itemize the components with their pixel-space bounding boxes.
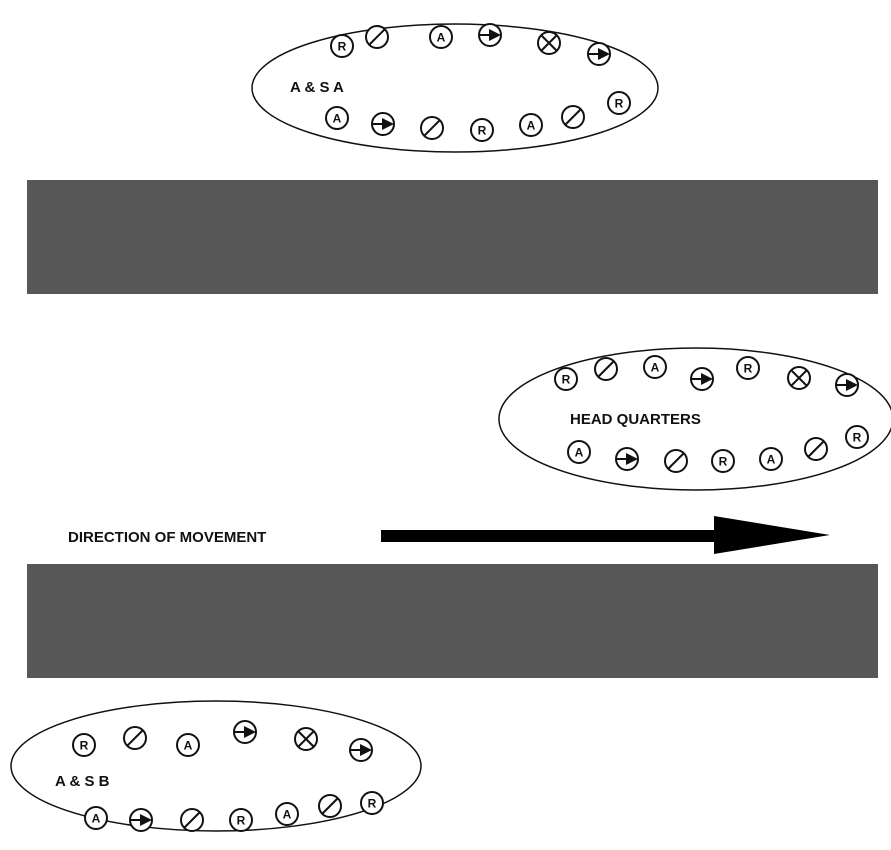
vehicle-r-icon: R: [845, 425, 869, 449]
svg-text:R: R: [719, 455, 728, 469]
vehicle-r-icon: R: [711, 449, 735, 473]
vehicle-arrow-icon: [835, 373, 859, 397]
svg-text:A: A: [767, 453, 776, 467]
vehicle-slash-icon: [420, 116, 444, 140]
vehicle-cross-icon: [787, 366, 811, 390]
vehicle-r-icon: R: [360, 791, 384, 815]
group-a-s-a-bottom-row: A R A R: [325, 91, 631, 142]
group-a-s-b-ellipse: [10, 700, 422, 832]
svg-text:R: R: [562, 373, 571, 387]
svg-text:R: R: [744, 362, 753, 376]
vehicle-slash-icon: [365, 25, 389, 49]
svg-text:R: R: [237, 814, 246, 828]
vehicle-r-icon: R: [72, 733, 96, 757]
group-head-quarters-bottom-row: A R A R: [567, 425, 869, 473]
vehicle-arrow-icon: [129, 808, 153, 832]
vehicle-cross-icon: [294, 727, 318, 751]
svg-text:R: R: [853, 431, 862, 445]
vehicle-slash-icon: [664, 449, 688, 473]
vehicle-arrow-icon: [615, 447, 639, 471]
group-head-quarters-label: HEAD QUARTERS: [570, 411, 701, 428]
upper-road: [27, 180, 878, 294]
vehicle-a-icon: A: [567, 440, 591, 464]
vehicle-arrow-icon: [349, 738, 373, 762]
vehicle-slash-icon: [318, 794, 342, 818]
direction-arrow: [381, 516, 830, 554]
group-a-s-b-bottom-row: A R A R: [84, 791, 384, 832]
svg-text:A: A: [437, 31, 446, 45]
lower-road: [27, 564, 878, 678]
vehicle-a-icon: A: [176, 733, 200, 757]
vehicle-slash-icon: [594, 357, 618, 381]
vehicle-r-icon: R: [330, 34, 354, 58]
svg-text:A: A: [575, 446, 584, 460]
group-a-s-a-ellipse: [251, 23, 659, 153]
vehicle-r-icon: R: [470, 118, 494, 142]
vehicle-arrow-icon: [233, 720, 257, 744]
vehicle-arrow-icon: [478, 23, 502, 47]
vehicle-arrow-icon: [587, 42, 611, 66]
group-a-s-a-label: A & S A: [290, 79, 344, 96]
svg-text:A: A: [333, 112, 342, 126]
vehicle-a-icon: A: [325, 106, 349, 130]
vehicle-a-icon: A: [84, 806, 108, 830]
vehicle-r-icon: R: [736, 356, 760, 380]
vehicle-arrow-icon: [371, 112, 395, 136]
vehicle-r-icon: R: [554, 367, 578, 391]
vehicle-a-icon: A: [275, 802, 299, 826]
vehicle-slash-icon: [180, 808, 204, 832]
svg-text:R: R: [338, 40, 347, 54]
vehicle-cross-icon: [537, 31, 561, 55]
vehicle-a-icon: A: [429, 25, 453, 49]
group-head-quarters-ellipse: [498, 347, 891, 491]
svg-text:A: A: [283, 808, 292, 822]
svg-text:A: A: [184, 739, 193, 753]
vehicle-slash-icon: [804, 437, 828, 461]
vehicle-r-icon: R: [229, 808, 253, 832]
svg-text:A: A: [527, 119, 536, 133]
svg-text:R: R: [368, 797, 377, 811]
svg-text:A: A: [92, 812, 101, 826]
svg-text:R: R: [80, 739, 89, 753]
group-head-quarters: HEAD QUARTERS R A R A R A R: [498, 347, 891, 491]
vehicle-a-icon: A: [519, 113, 543, 137]
vehicle-arrow-icon: [690, 367, 714, 391]
svg-text:A: A: [651, 361, 660, 375]
vehicle-r-icon: R: [607, 91, 631, 115]
vehicle-slash-icon: [123, 726, 147, 750]
svg-text:R: R: [615, 97, 624, 111]
group-a-s-a-top-row: RA: [330, 23, 611, 66]
svg-text:R: R: [478, 124, 487, 138]
group-a-s-b-label: A & S B: [55, 773, 110, 790]
vehicle-a-icon: A: [643, 355, 667, 379]
vehicle-a-icon: A: [759, 447, 783, 471]
direction-label: DIRECTION OF MOVEMENT: [68, 529, 266, 546]
vehicle-slash-icon: [561, 105, 585, 129]
